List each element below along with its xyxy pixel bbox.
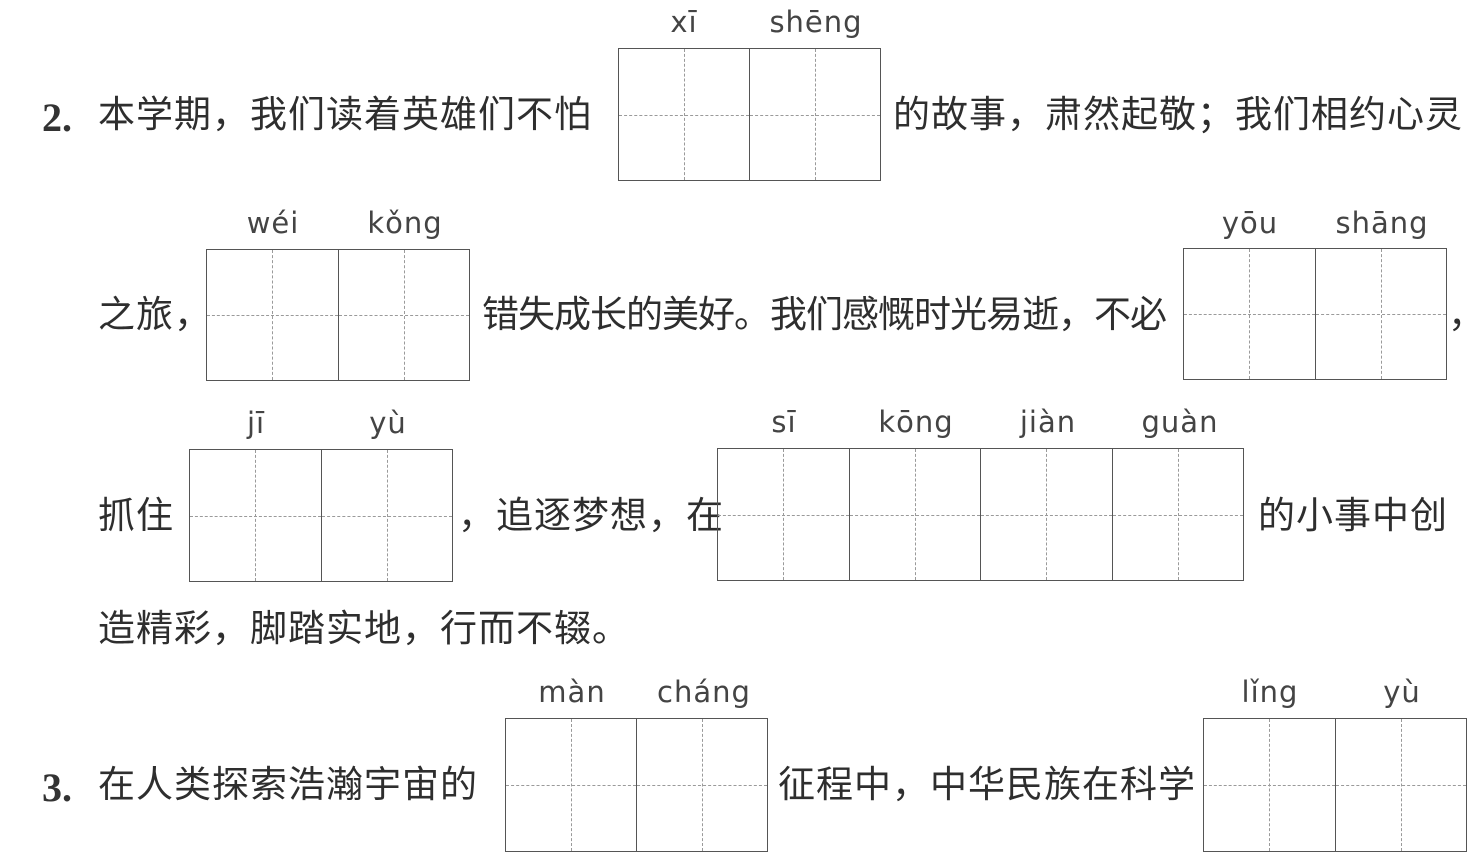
q2-answer-grid-1[interactable] [618,48,881,181]
q2-line2-text-c: ， [1448,293,1484,336]
q2-line3-text-b: ，追逐梦想，在 [458,494,724,537]
q2-blank2-pinyin-2: kǒng [367,206,443,240]
writing-cell[interactable] [749,49,880,180]
q3-line1-text-b: 征程中，中华民族在科学 [778,763,1196,806]
writing-cell[interactable] [1204,719,1335,851]
writing-cell[interactable] [190,450,321,581]
q2-answer-grid-5[interactable] [717,448,1244,581]
question-number-3: 3. [42,765,72,810]
q2-line2-text-b: 错失成长的美好。我们感慨时光易逝，不必 [482,293,1167,336]
q2-blank3-pinyin-2: shāng [1335,206,1429,240]
q3-blank2-pinyin-2: yù [1383,675,1421,709]
q2-answer-grid-2[interactable] [206,249,470,381]
q2-line3-text-c: 的小事中创 [1258,494,1448,537]
q2-blank3-pinyin-1: yōu [1221,206,1279,240]
q3-answer-grid-1[interactable] [505,718,768,852]
q2-blank1-pinyin-1: xī [670,5,698,39]
question-number-2: 2. [42,95,72,140]
writing-cell[interactable] [848,449,981,580]
writing-cell[interactable] [1334,719,1467,851]
q3-blank1-pinyin-1: màn [538,675,606,709]
q2-answer-grid-4[interactable] [189,449,453,582]
writing-cell[interactable] [207,250,338,380]
q2-answer-grid-3[interactable] [1183,248,1447,380]
q2-line4-text: 造精彩，脚踏实地，行而不辍。 [98,607,630,650]
q2-blank2-pinyin-1: wéi [246,206,300,240]
q3-answer-grid-2[interactable] [1203,718,1467,852]
q2-blank5-pinyin-1: sī [771,405,797,439]
q2-blank4-pinyin-1: jī [246,406,266,440]
writing-cell[interactable] [619,49,749,180]
q2-line1-text-b: 的故事，肃然起敬；我们相约心灵 [893,93,1463,136]
q2-blank5-pinyin-2: kōng [878,405,954,439]
writing-cell[interactable] [1314,249,1447,379]
writing-cell[interactable] [1111,449,1244,580]
q2-line2-text-a: 之旅， [98,293,212,336]
writing-cell[interactable] [320,450,453,581]
q2-blank1-pinyin-2: shēng [769,5,863,39]
writing-cell[interactable] [718,449,849,580]
q3-blank1-pinyin-2: cháng [657,675,751,709]
writing-cell[interactable] [636,719,767,851]
q2-blank5-pinyin-3: jiàn [1019,405,1077,439]
writing-cell[interactable] [980,449,1112,580]
q3-blank2-pinyin-1: lǐng [1241,675,1299,709]
q3-line1-text-a: 在人类探索浩瀚宇宙的 [98,763,478,806]
writing-cell[interactable] [337,250,470,380]
q2-blank4-pinyin-2: yù [369,406,407,440]
q2-line1-text-a: 本学期，我们读着英雄们不怕 [98,93,592,136]
q2-blank5-pinyin-4: guàn [1141,405,1219,439]
writing-cell[interactable] [506,719,636,851]
q2-line3-text-a: 抓住 [98,494,174,537]
writing-cell[interactable] [1184,249,1315,379]
